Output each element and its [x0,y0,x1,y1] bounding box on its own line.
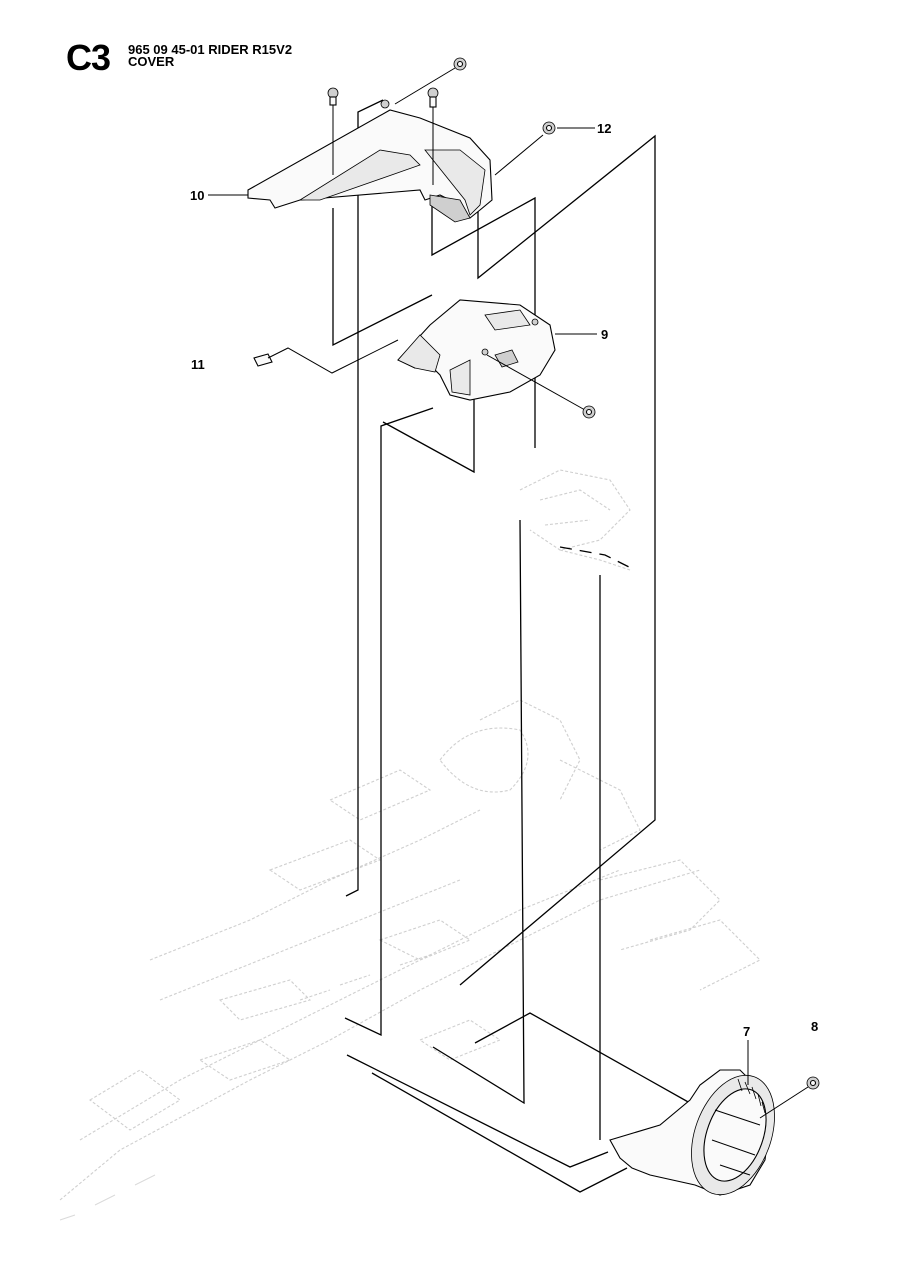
assembly-lines [332,99,691,1193]
section-code: C3 [66,37,111,78]
screw-12-icon [494,121,556,176]
part-11-clip-icon [253,339,399,374]
callout-10: 10 [190,188,204,203]
callout-11: 11 [191,357,205,372]
callout-7: 7 [743,1024,750,1039]
part-10-upper-cover [247,67,493,223]
ghost-chassis [59,469,761,1221]
part-7-side-cover [609,1040,775,1196]
part-number: 965 09 45-01 RIDER R15V2 [128,42,293,57]
screw-9-icon [486,354,596,419]
screw-10b-icon [427,87,439,185]
callout-12: 12 [597,121,611,136]
washer-icon [380,99,390,109]
callout-9: 9 [601,327,608,342]
section-title: COVER [128,54,175,69]
part-9-lower-cover [397,299,556,401]
screw-10a-icon [327,87,339,106]
callout-8: 8 [811,1019,818,1034]
screw-8-icon [759,1076,820,1119]
screw-10c-icon [453,57,467,71]
